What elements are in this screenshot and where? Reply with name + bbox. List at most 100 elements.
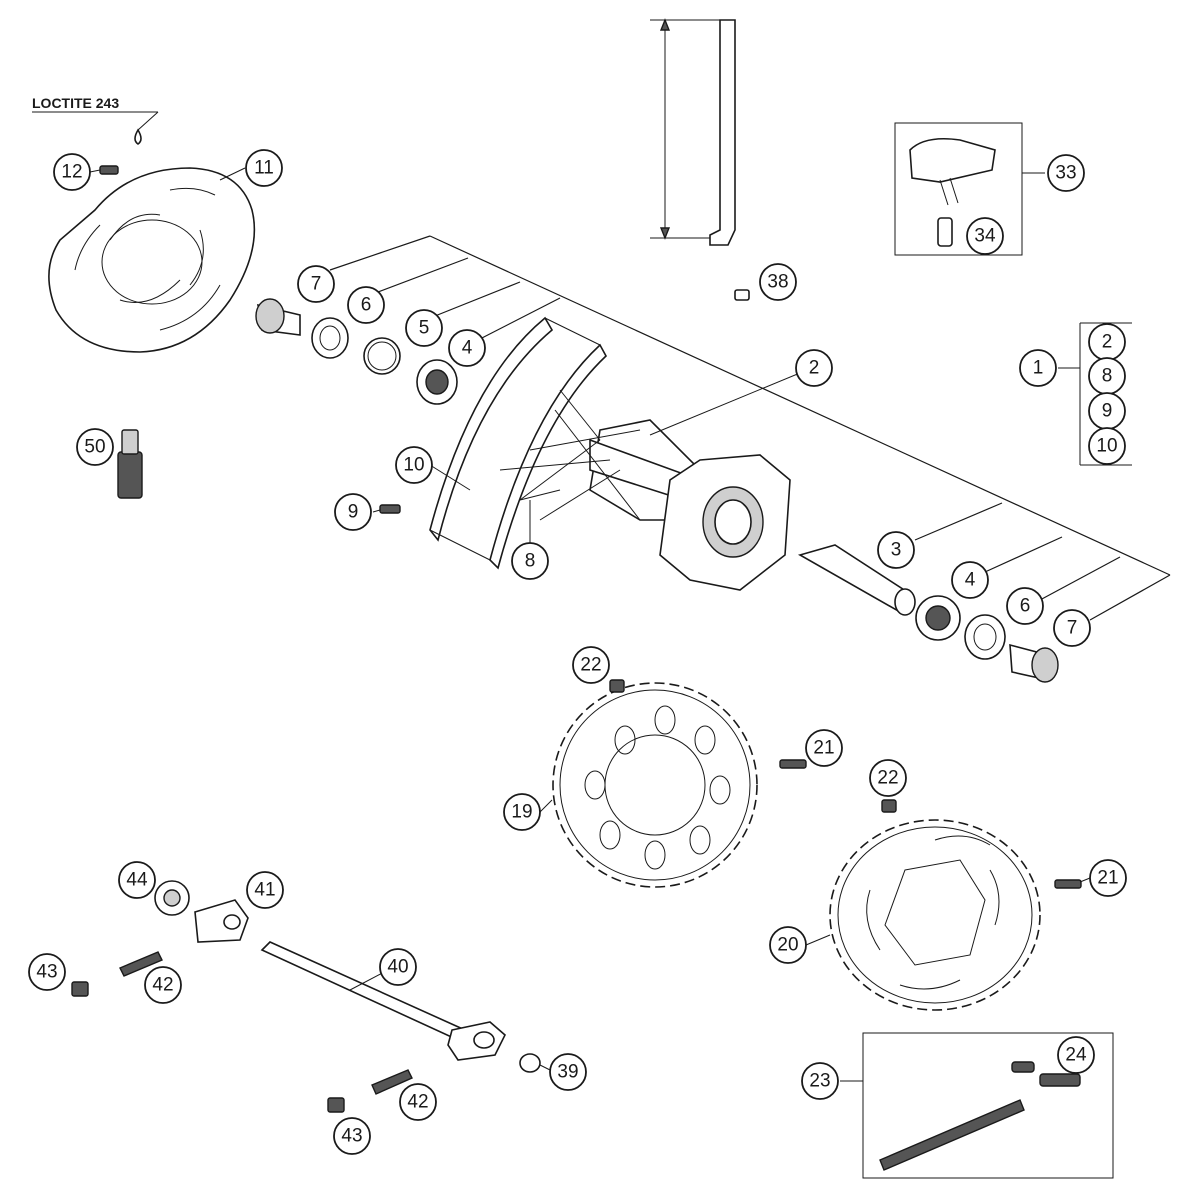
chain-master-link <box>1011 1061 1081 1087</box>
callout-24: 24 <box>1057 1036 1095 1074</box>
svg-text:40: 40 <box>387 957 408 978</box>
left-assembly-leader-lines <box>329 235 1171 576</box>
kit-bracket <box>1058 322 1132 466</box>
callout-20: 20 <box>769 926 807 964</box>
shaft-seal-left <box>311 317 349 359</box>
svg-text:22: 22 <box>580 655 601 676</box>
callout-38: 38 <box>759 263 797 301</box>
adjuster-screw-lower <box>371 1069 413 1095</box>
callout-43b: 43 <box>333 1117 371 1155</box>
svg-text:34: 34 <box>974 226 996 247</box>
sprocket-nut-lower <box>881 799 897 813</box>
sprocket-screw-upper <box>779 759 807 769</box>
callout-3: 3 <box>877 531 915 569</box>
callout-leaders <box>89 167 1091 1071</box>
chain-frame <box>840 1032 1114 1179</box>
adjuster-nut-lower <box>327 1097 345 1113</box>
svg-text:2: 2 <box>1102 332 1113 353</box>
svg-text:42: 42 <box>407 1092 428 1113</box>
callout-22b: 22 <box>869 759 907 797</box>
axle-nut-cap <box>154 880 190 916</box>
callout-43a: 43 <box>28 953 66 991</box>
axle-nut <box>519 1053 541 1073</box>
svg-text:44: 44 <box>126 870 148 891</box>
callout-bracket-2: 2 <box>1088 323 1126 361</box>
callout-40: 40 <box>379 948 417 986</box>
svg-text:22: 22 <box>877 768 898 789</box>
callout-41: 41 <box>246 871 284 909</box>
loctite-bottle <box>117 429 143 499</box>
svg-text:7: 7 <box>311 274 322 295</box>
callout-7a: 7 <box>297 265 335 303</box>
wheel-hub <box>589 419 791 591</box>
callout-bracket-8: 8 <box>1088 357 1126 395</box>
callout-7b: 7 <box>1053 609 1091 647</box>
svg-text:7: 7 <box>1067 618 1078 639</box>
drive-chain <box>879 1099 1025 1171</box>
callout-50: 50 <box>76 428 114 466</box>
callout-42a: 42 <box>144 966 182 1004</box>
rim-lock-nut <box>734 289 750 301</box>
svg-text:4: 4 <box>965 570 976 591</box>
svg-text:33: 33 <box>1055 163 1076 184</box>
svg-text:38: 38 <box>767 272 788 293</box>
svg-text:43: 43 <box>341 1126 362 1147</box>
spacer-bushing-right <box>1009 643 1059 683</box>
bearing-left <box>416 359 458 405</box>
svg-text:1: 1 <box>1033 358 1044 379</box>
circlip <box>363 337 401 375</box>
svg-text:12: 12 <box>61 162 82 183</box>
chain-slider-frame <box>894 122 1045 256</box>
svg-text:10: 10 <box>403 455 424 476</box>
callout-39: 39 <box>549 1053 587 1091</box>
svg-text:19: 19 <box>511 802 532 823</box>
callout-34: 34 <box>966 217 1004 255</box>
callout-bracket-9: 9 <box>1088 392 1126 430</box>
svg-text:21: 21 <box>813 738 834 759</box>
svg-text:3: 3 <box>891 540 902 561</box>
rear-sprocket-20 <box>829 819 1041 1011</box>
rear-sprocket-19 <box>552 682 758 888</box>
loctite-drop-icon <box>32 111 159 145</box>
brake-disc <box>48 167 256 353</box>
adjuster-screw-upper <box>119 951 163 977</box>
callout-42b: 42 <box>399 1083 437 1121</box>
spoke-nipple <box>379 504 401 514</box>
chain-adjuster-block <box>194 899 249 943</box>
callout-1: 1 <box>1019 349 1057 387</box>
callout-4a: 4 <box>448 329 486 367</box>
callout-4b: 4 <box>951 561 989 599</box>
svg-text:6: 6 <box>361 295 372 316</box>
svg-text:5: 5 <box>419 318 430 339</box>
wheel-rim <box>429 316 607 570</box>
callout-bracket-10: 10 <box>1088 427 1126 465</box>
sprocket-nut-upper <box>609 679 625 693</box>
svg-text:10: 10 <box>1096 436 1117 457</box>
svg-text:23: 23 <box>809 1071 830 1092</box>
svg-text:8: 8 <box>1102 366 1113 387</box>
svg-text:9: 9 <box>348 502 359 523</box>
callout-6b: 6 <box>1006 587 1044 625</box>
callout-21b: 21 <box>1089 859 1127 897</box>
adjuster-nut-upper <box>71 981 89 997</box>
svg-text:42: 42 <box>152 975 173 996</box>
callout-8: 8 <box>511 542 549 580</box>
callout-22a: 22 <box>572 646 610 684</box>
svg-text:39: 39 <box>557 1062 578 1083</box>
spokes <box>499 389 641 521</box>
callout-12: 12 <box>53 153 91 191</box>
disc-screw <box>99 165 119 175</box>
spacer-bushing-left <box>255 298 301 336</box>
svg-text:9: 9 <box>1102 401 1113 422</box>
rim-lock <box>650 18 736 246</box>
callout-11: 11 <box>245 149 283 187</box>
svg-text:6: 6 <box>1020 596 1031 617</box>
callout-44: 44 <box>118 861 156 899</box>
sprocket-screw-lower <box>1054 879 1082 889</box>
svg-text:8: 8 <box>525 551 536 572</box>
distance-sleeve <box>797 544 916 616</box>
bearing-right <box>915 595 961 641</box>
svg-text:24: 24 <box>1065 1045 1087 1066</box>
wheel-axle <box>260 941 506 1061</box>
